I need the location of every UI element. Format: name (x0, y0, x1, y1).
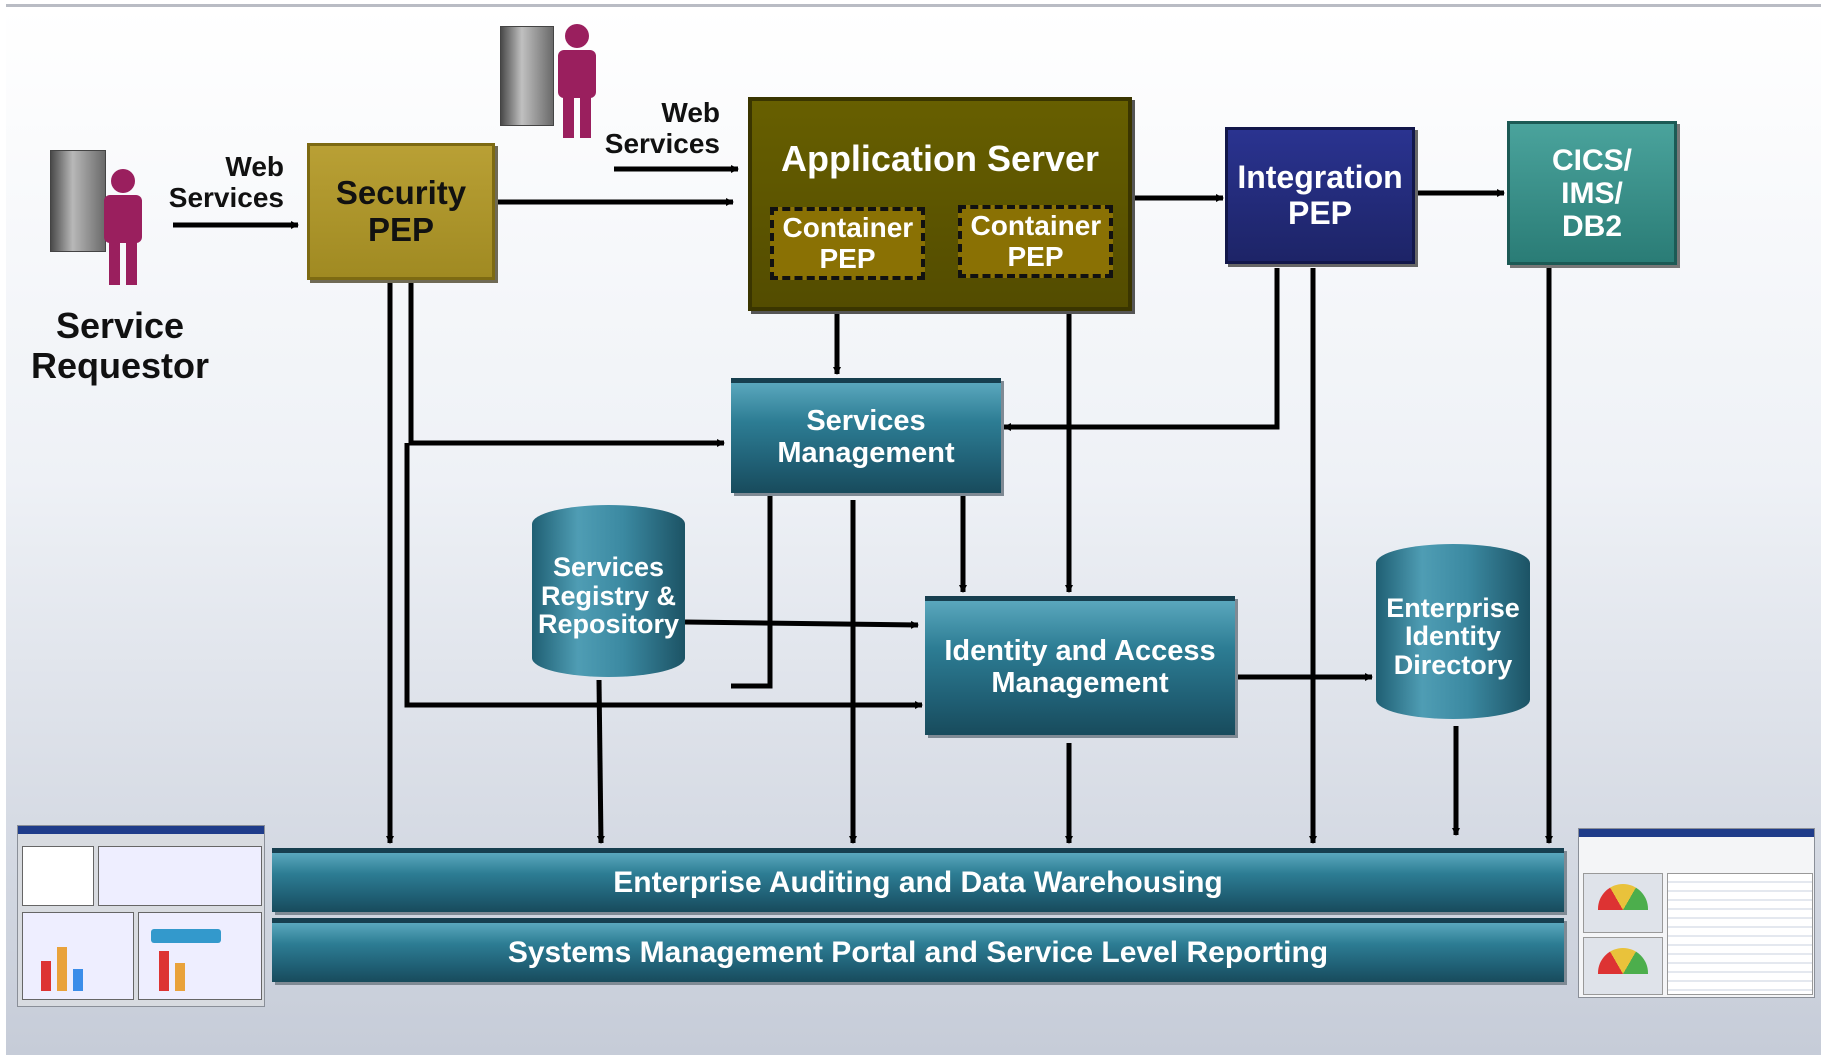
iam-label: Identity and Access Management (944, 635, 1216, 699)
person-icon-top (546, 22, 608, 140)
container-pep-1-label: Container PEP (782, 211, 914, 274)
portal-bar-label: Systems Management Portal and Service Le… (507, 936, 1329, 969)
identity-access-management-box: Identity and Access Management (925, 596, 1235, 735)
integration-pep-label: Integration PEP (1237, 159, 1403, 231)
services-management-box: Services Management (731, 378, 1001, 493)
services-registry-label: Services Registry & Repository (537, 552, 680, 640)
arrow-registry-to-auditing (596, 679, 605, 844)
arrow-security-to-iam (404, 443, 923, 709)
enterprise-identity-directory-cylinder: Enterprise Identity Directory (1376, 544, 1530, 719)
arrow-security-to-services-mgmt (408, 282, 725, 447)
screenshot-thumbnail-left (17, 825, 265, 1007)
cics-ims-db2-box: CICS/ IMS/ DB2 (1507, 121, 1677, 265)
portal-bar: Systems Management Portal and Service Le… (272, 918, 1564, 982)
web-services-label-2: Web Services (604, 97, 720, 159)
person-icon (92, 167, 154, 287)
cics-label: CICS/ IMS/ DB2 (1551, 143, 1632, 243)
enterprise-identity-directory-label: Enterprise Identity Directory (1386, 592, 1520, 680)
security-pep-label: Security PEP (335, 174, 467, 248)
application-server-title: Application Server (780, 138, 1100, 179)
arrow-integration-to-services-mgmt (1003, 268, 1280, 431)
auditing-bar: Enterprise Auditing and Data Warehousing (272, 848, 1564, 912)
server-icon (50, 150, 106, 252)
web-services-label-1: Web Services (168, 151, 284, 213)
server-icon-top (500, 26, 554, 126)
container-pep-2: Container PEP (958, 205, 1113, 278)
container-pep-2-label: Container PEP (970, 209, 1102, 272)
services-management-label: Services Management (777, 405, 955, 469)
auditing-bar-label: Enterprise Auditing and Data Warehousing (613, 866, 1223, 899)
arrow-registry-to-iam (684, 619, 919, 629)
screenshot-thumbnail-right (1578, 828, 1815, 998)
container-pep-1: Container PEP (770, 207, 925, 280)
services-registry-cylinder: Services Registry & Repository (532, 505, 685, 677)
service-requestor-label: Service Requestor (30, 305, 210, 386)
integration-pep-box: Integration PEP (1225, 127, 1415, 264)
security-pep-box: Security PEP (307, 143, 495, 280)
